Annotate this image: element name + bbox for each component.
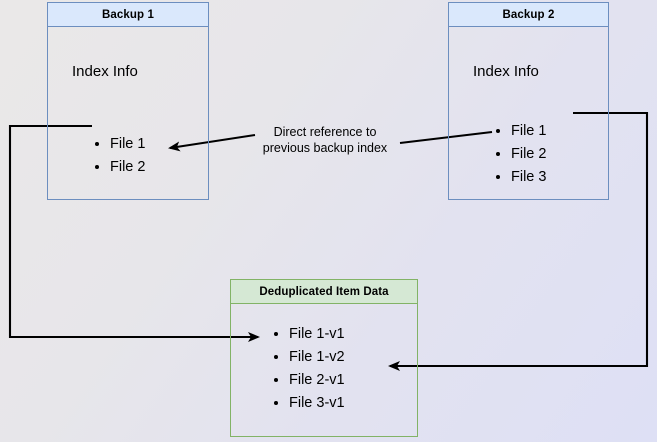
- node-backup-2-body: Index Info File 1 File 2 File 3: [449, 27, 608, 199]
- list-item: File 1: [110, 133, 145, 156]
- list-item: File 1-v1: [289, 323, 345, 346]
- list-item: File 3: [511, 166, 546, 189]
- list-item: File 3-v1: [289, 392, 345, 415]
- backup-1-file-list: File 1 File 2: [94, 133, 145, 179]
- node-deduplicated-item-data[interactable]: Deduplicated Item Data File 1-v1 File 1-…: [230, 279, 418, 437]
- node-backup-1-header: Backup 1: [48, 3, 208, 27]
- node-dedup-body: File 1-v1 File 1-v2 File 2-v1 File 3-v1: [231, 304, 417, 436]
- backup-2-section-title: Index Info: [473, 63, 539, 80]
- edge-label-direct-reference: Direct reference to previous backup inde…: [262, 125, 388, 155]
- node-backup-1-body: Index Info File 1 File 2: [48, 27, 208, 199]
- node-backup-2[interactable]: Backup 2 Index Info File 1 File 2 File 3: [448, 2, 609, 200]
- list-item: File 2: [110, 156, 145, 179]
- node-backup-1[interactable]: Backup 1 Index Info File 1 File 2: [47, 2, 209, 200]
- list-item: File 2: [511, 143, 546, 166]
- node-backup-2-header: Backup 2: [449, 3, 608, 27]
- backup-1-section-title: Index Info: [72, 63, 138, 80]
- node-dedup-header: Deduplicated Item Data: [231, 280, 417, 304]
- list-item: File 1: [511, 120, 546, 143]
- backup-2-file-list: File 1 File 2 File 3: [495, 120, 546, 189]
- dedup-file-list: File 1-v1 File 1-v2 File 2-v1 File 3-v1: [273, 323, 345, 415]
- list-item: File 1-v2: [289, 346, 345, 369]
- list-item: File 2-v1: [289, 369, 345, 392]
